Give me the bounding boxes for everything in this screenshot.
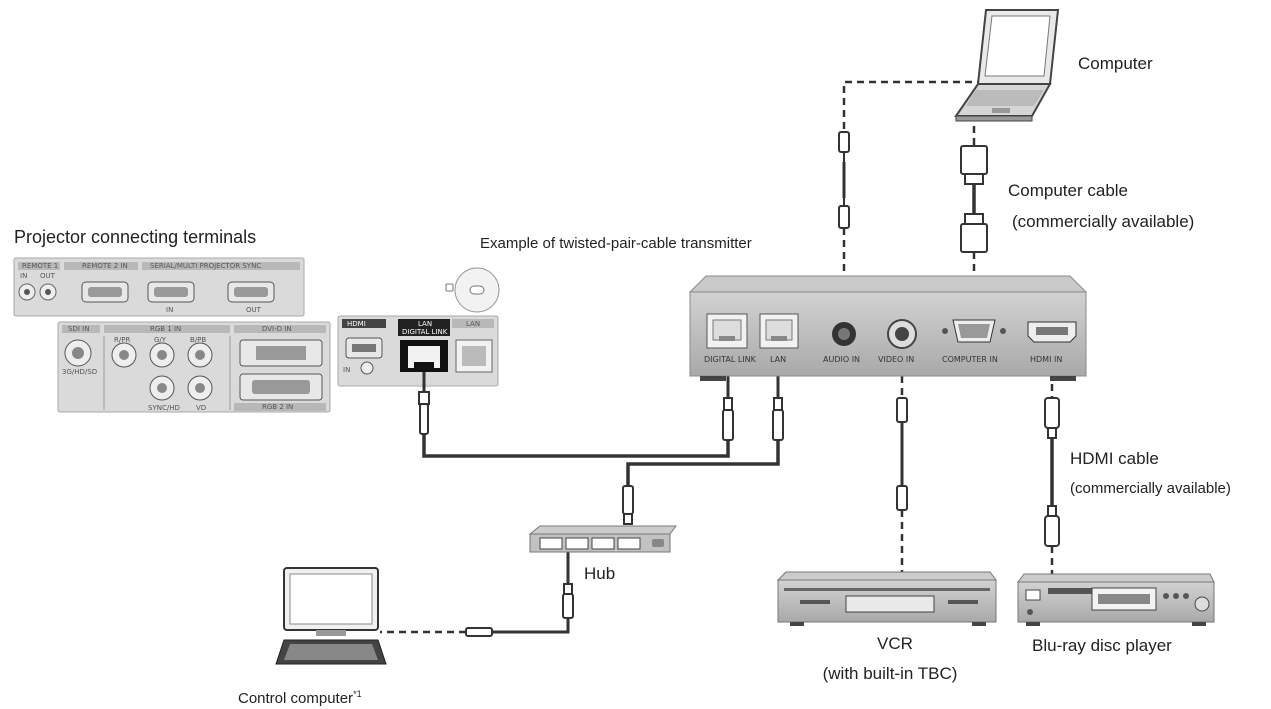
hub-icon bbox=[528, 525, 677, 553]
label-remote1: REMOTE 1 bbox=[22, 262, 58, 270]
label-rgb1-sync: SYNC/HD bbox=[148, 404, 180, 412]
label-sdi: SDI IN bbox=[68, 325, 89, 333]
label-vcr: VCR bbox=[877, 634, 913, 653]
label-transmitter: Example of twisted-pair-cable transmitte… bbox=[480, 235, 752, 252]
port-audio-in: AUDIO IN bbox=[823, 355, 860, 364]
label-sdi-sub: 3G/HD/SD bbox=[62, 368, 97, 376]
cables bbox=[380, 80, 1060, 637]
port-lan: LAN bbox=[770, 355, 786, 364]
label-dvi: DVI-D IN bbox=[262, 325, 292, 333]
bluray-player-icon bbox=[1017, 573, 1215, 626]
label-lan2: LAN bbox=[466, 320, 480, 328]
label-rgb1-b: B/PB bbox=[190, 336, 206, 344]
label-computer-cable: Computer cable bbox=[1008, 181, 1129, 200]
label-hdmi-cable-note: (commercially available) bbox=[1070, 480, 1231, 497]
label-hdmi-cable: HDMI cable bbox=[1070, 449, 1159, 468]
label-bluray: Blu-ray disc player bbox=[1032, 636, 1172, 655]
port-video-in: VIDEO IN bbox=[878, 355, 914, 364]
label-serial-out: OUT bbox=[246, 306, 262, 314]
label-projector-terminals: Projector connecting terminals bbox=[14, 227, 257, 247]
label-control-computer-text: Control computer bbox=[238, 690, 354, 707]
label-rgb1: RGB 1 IN bbox=[150, 325, 181, 333]
label-hdmi-in: IN bbox=[343, 366, 350, 374]
label-lan1: LAN bbox=[418, 320, 432, 328]
label-hdmi: HDMI bbox=[347, 320, 366, 328]
label-remote1-in: IN bbox=[20, 272, 27, 280]
label-rgb1-g: G/Y bbox=[154, 336, 167, 344]
label-hub: Hub bbox=[584, 564, 616, 583]
label-control-computer: Control computer*1 bbox=[238, 684, 362, 709]
footnote-marker: *1 bbox=[353, 689, 362, 699]
label-rgb2: RGB 2 IN bbox=[262, 403, 293, 411]
label-vcr-note: (with built-in TBC) bbox=[822, 664, 958, 683]
label-rgb1-r: R/PR bbox=[114, 336, 130, 344]
port-hdmi-in: HDMI IN bbox=[1030, 355, 1062, 364]
twisted-pair-transmitter: DIGITAL LINK LAN AUDIO IN VIDEO IN COMPU… bbox=[688, 275, 1088, 381]
label-rgb1-vd: VD bbox=[196, 404, 206, 412]
port-computer-in: COMPUTER IN bbox=[942, 355, 998, 364]
label-remote2: REMOTE 2 IN bbox=[82, 262, 128, 270]
label-serial: SERIAL/MULTI PROJECTOR SYNC bbox=[150, 262, 261, 270]
projector-terminal-panel: REMOTE 1 REMOTE 2 IN SERIAL/MULTI PROJEC… bbox=[13, 257, 500, 413]
laptop-icon bbox=[954, 9, 1060, 122]
label-digital-link-panel: DIGITAL LINK bbox=[402, 328, 448, 336]
label-serial-in: IN bbox=[166, 306, 173, 314]
label-computer: Computer bbox=[1078, 54, 1153, 73]
label-remote1-out: OUT bbox=[40, 272, 56, 280]
label-computer-cable-note: (commercially available) bbox=[1012, 212, 1195, 231]
vcr-icon bbox=[776, 571, 997, 626]
port-digital-link: DIGITAL LINK bbox=[704, 355, 757, 364]
desktop-computer-icon bbox=[275, 567, 387, 665]
